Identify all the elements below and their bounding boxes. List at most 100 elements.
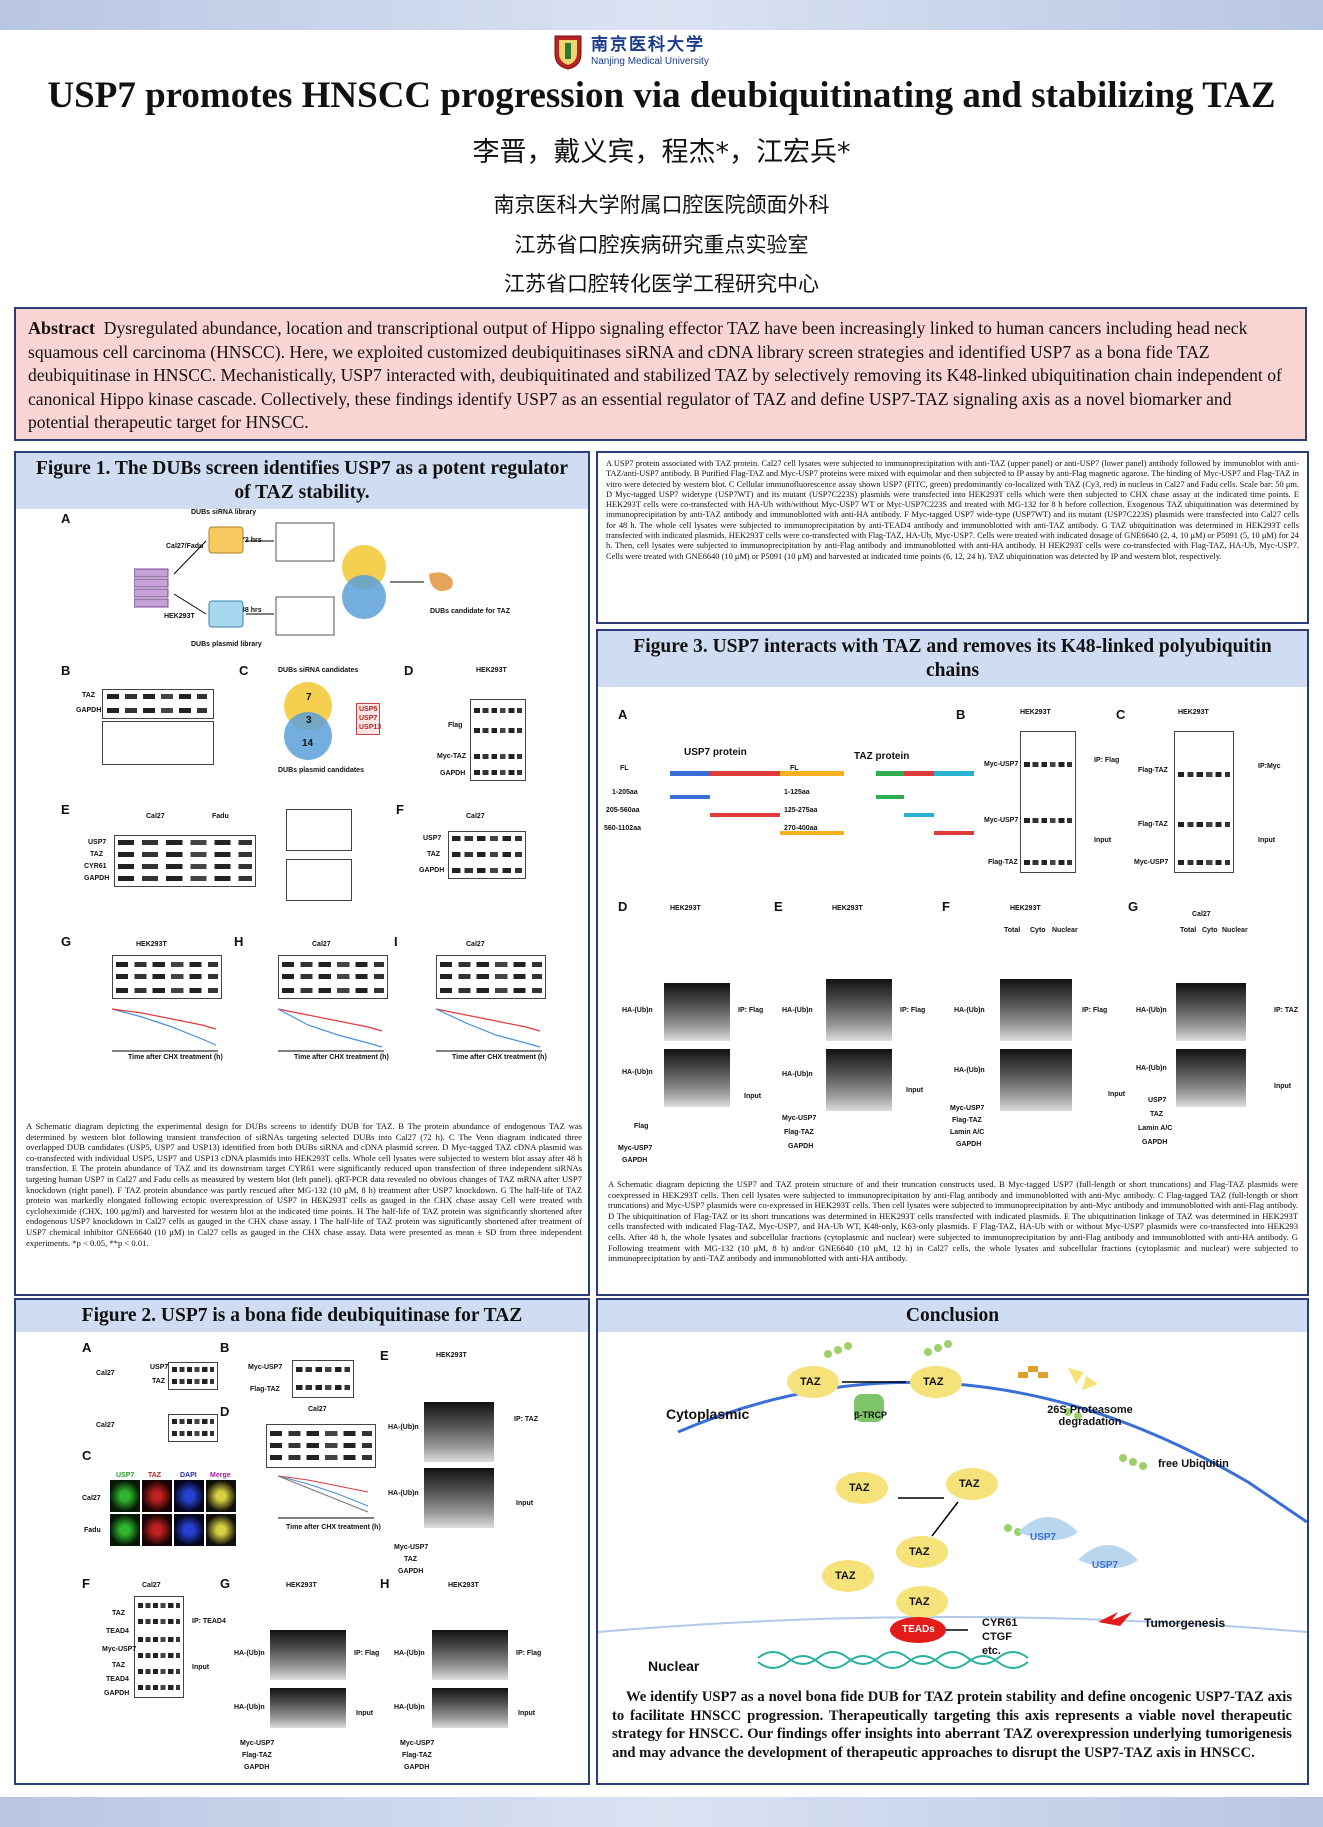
diagram-label: free Ubiquitin [1158,1458,1229,1470]
blot-label: HA-(Ub)n [1136,1065,1167,1072]
blot-label: IP: TAZ [1274,1007,1298,1014]
fraction-label: Nuclear [1222,927,1248,934]
venn-value: 3 [306,715,312,726]
western-blot [168,1414,218,1442]
blot-title: Cal27 [312,941,331,948]
western-blot [278,955,388,999]
construct-label: FL [620,765,629,772]
western-blot [112,955,222,999]
figure1-panel: Figure 1. The DUBs screen identifies USP… [14,451,590,1296]
blot-title: HEK293T [476,667,507,674]
western-blot [448,831,526,879]
blot-label: HA-(Ub)n [782,1071,813,1078]
blot-label: GAPDH [440,770,466,777]
diagram-label: Cytoplasmic [666,1406,750,1422]
blot-title: Cal27 [1192,911,1211,918]
blot-label: USP7 [150,1364,169,1371]
ubiquitin-smear-blot [826,979,892,1041]
blot-label: IP:Myc [1258,763,1281,770]
panel-label: F [396,802,404,817]
blot-label: Cal27 [96,1422,115,1429]
ubiquitin-smear-blot [1000,979,1072,1041]
blot-label: HA-(Ub)n [954,1007,985,1014]
blot-label: HA-(Ub)n [622,1069,653,1076]
construct-label: 205-560aa [606,807,640,814]
blot-label: IP: TAZ [514,1416,538,1423]
chx-decay-curves [112,1008,542,1052]
blot-label: IP: Flag [900,1007,926,1014]
immunofluorescence-grid [110,1480,236,1546]
fraction-label: Total [1004,927,1021,934]
abstract-box: Abstract Dysregulated abundance, locatio… [14,307,1307,441]
header-band [0,0,1323,30]
panel-label: F [942,899,950,914]
blot-label: HA-(Ub)n [234,1704,265,1711]
blot-label: Input [744,1093,762,1100]
blot-label: HA-(Ub)n [394,1650,425,1657]
blot-label: GAPDH [788,1143,814,1150]
if-channel-label: TAZ [148,1472,162,1479]
blot-label: Myc-USP7 [618,1145,653,1152]
university-seal-icon [554,35,582,70]
if-channel-label: Merge [210,1472,231,1479]
blot-label: TAZ [112,1662,126,1669]
panel-label: C [1116,707,1126,722]
blot-label: Flag-TAZ [784,1129,814,1136]
axis-label: Time after CHX treatment (h) [294,1054,389,1061]
ubiquitin-smear-blot [424,1402,494,1462]
blot-title: Cal27 [466,813,485,820]
blot-label: Myc-USP7 [782,1115,817,1122]
blot-title: HEK293T [832,905,863,912]
blot-label: IP: Flag [1094,757,1120,764]
university-logo: 南京医科大学 Nanjing Medical University [553,34,709,70]
affiliation-3: 江苏省口腔转化医学工程研究中心 [504,272,819,296]
panel-label: F [82,1576,90,1591]
ubiquitin-smear-blot [1176,1049,1246,1107]
blot-label: Myc-USP7 [400,1740,435,1747]
blot-label: TAZ [112,1610,126,1617]
ubiquitin-smear-blot [1000,1049,1072,1111]
blot-label: GAPDH [1142,1139,1168,1146]
blot-label: Flag-TAZ [1138,821,1168,828]
diagram-label: Nuclear [648,1658,700,1674]
blot-label: GAPDH [404,1764,430,1771]
blot-label: Myc-USP7 [984,761,1019,768]
venn-candidates-box: USP5 USP7 USP13 [356,703,381,735]
bar-chart-thumbnail [102,721,214,765]
blot-label: Myc-USP7 [102,1646,137,1653]
blot-label: Flag-TAZ [402,1752,432,1759]
protein-domain-schematic [670,771,974,835]
blot-label: Flag-TAZ [952,1117,982,1124]
ubiquitin-smear-blot [664,983,730,1041]
figure2-caption: A USP7 protein associated with TAZ prote… [606,459,1299,561]
blot-label: Input [1108,1091,1126,1098]
construct-label: 1-125aa [784,789,810,796]
label-sirna-library: DUBs siRNA library [191,509,257,516]
blot-label: Input [518,1710,536,1717]
blot-label: TAZ [90,851,104,858]
blot-label: USP7 [423,835,442,842]
western-blot [168,1362,218,1390]
diagram-label: TAZ [849,1482,870,1494]
blot-label: Flag-TAZ [988,859,1018,866]
blot-label: CYR61 [84,863,107,870]
poster-title: USP7 promotes HNSCC progression via deub… [47,75,1276,116]
ubiquitin-smear-blot [826,1049,892,1111]
blot-label: GAPDH [398,1568,424,1575]
blot-label: Input [356,1710,374,1717]
blot-title: Cal27 [466,941,485,948]
label-cal27fadu: Cal27/Fadu [166,543,204,550]
blot-label: GAPDH [244,1764,270,1771]
blot-label: HA-(Ub)n [234,1650,265,1657]
diagram-label: β-TRCP [854,1410,887,1420]
blot-label: IP: TEAD4 [192,1618,226,1625]
construct-label: 270-400aa [784,825,818,832]
diagram-label: CYR61 CTGF etc. [982,1617,1018,1657]
blot-label: USP7 [88,839,107,846]
figure1-caption: A Schematic diagram depicting the experi… [26,1121,582,1248]
blot-label: GAPDH [84,875,110,882]
diagram-label: TAZ [909,1596,930,1608]
figure2-caption-box: A USP7 protein associated with TAZ prote… [596,451,1309,624]
blot-label: Cal27 [96,1370,115,1377]
panel-label: C [82,1448,92,1463]
